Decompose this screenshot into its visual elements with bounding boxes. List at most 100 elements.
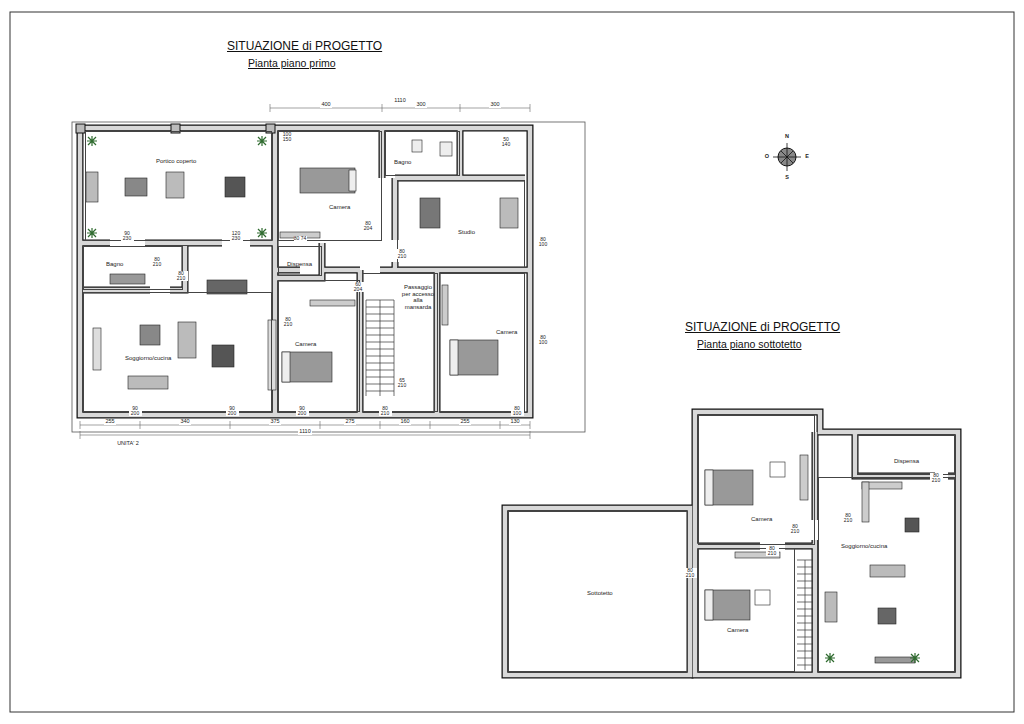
furniture <box>800 455 808 500</box>
plant-leaves <box>257 136 267 146</box>
furniture <box>110 274 145 284</box>
furniture <box>268 320 276 390</box>
room-name: Camera <box>295 341 316 348</box>
opening-size: 80 74 <box>294 236 307 241</box>
furniture <box>310 300 355 306</box>
furniture <box>755 590 770 605</box>
pillar <box>76 124 85 133</box>
room: Passaggio per accesso alla mansarda <box>362 273 438 412</box>
plan-subtitle: Pianta piano primo <box>248 58 336 69</box>
opening-size: 90 200 <box>129 406 142 417</box>
plant-leaves <box>87 136 97 146</box>
furniture <box>412 140 422 152</box>
room: Bagno <box>385 131 460 176</box>
opening-size: 80 210 <box>379 406 392 417</box>
furniture <box>140 325 160 345</box>
room: Dispensa <box>857 435 955 475</box>
furniture <box>770 462 785 477</box>
room: Soggiorno/cucina <box>83 292 272 412</box>
furniture <box>420 198 440 228</box>
furniture <box>705 470 753 505</box>
plant-leaves <box>825 653 835 663</box>
compass-letter: N <box>785 134 789 140</box>
stair <box>366 300 394 396</box>
dimension: 300 <box>415 102 426 108</box>
wall-fill <box>380 128 385 178</box>
plant-leaves <box>257 228 267 238</box>
opening-size: 50 140 <box>500 137 513 148</box>
wall-fill <box>458 128 463 178</box>
opening-size: 80 100 <box>537 237 550 248</box>
wall <box>275 243 322 278</box>
opening-size: 90 200 <box>226 406 239 417</box>
furniture <box>440 142 452 156</box>
dimension: 375 <box>269 419 280 425</box>
furniture <box>878 608 896 624</box>
plant <box>87 228 97 238</box>
compass-letter: S <box>785 175 789 181</box>
room-name: Portico coperto <box>156 158 196 165</box>
room-name: Camera <box>496 329 517 336</box>
wall-fill <box>855 432 955 476</box>
site-boundary <box>72 122 585 432</box>
dimension: UNITA' 2 <box>116 441 140 447</box>
compass-letter: O <box>765 154 769 160</box>
plan-title: SITUAZIONE di PROGETTO <box>227 40 382 53</box>
furniture <box>178 322 196 358</box>
furniture <box>212 345 234 367</box>
furniture <box>862 482 869 522</box>
opening-size: 80 100 <box>537 335 550 346</box>
furniture <box>93 328 101 370</box>
wall <box>855 432 955 476</box>
furniture <box>875 657 915 663</box>
opening-size: 60 204 <box>352 282 365 293</box>
wall <box>505 508 690 675</box>
opening-size: 80 210 <box>684 568 697 579</box>
compass <box>773 143 801 171</box>
room-name: Dispensa <box>894 458 919 465</box>
sheet-frame <box>10 12 1014 712</box>
furniture <box>905 518 919 532</box>
furniture <box>870 565 905 577</box>
opening-size: 90 230 <box>121 231 134 242</box>
furniture <box>300 168 355 193</box>
opening-size: 80 210 <box>151 257 164 268</box>
compass-letter: E <box>805 154 809 160</box>
furniture <box>282 352 332 382</box>
opening-size: 80 210 <box>175 271 188 282</box>
furniture <box>705 470 713 505</box>
wall-fill <box>83 246 185 290</box>
wall-fill <box>505 508 690 675</box>
room-name: Bagno <box>106 261 123 268</box>
room: Sottotetto <box>508 511 688 672</box>
wall-fill <box>275 268 530 273</box>
opening-size: 80 210 <box>766 546 779 557</box>
plant-leaves <box>87 228 97 238</box>
plant-leaves <box>910 653 920 663</box>
dimension: 1110 <box>393 98 406 104</box>
furniture <box>225 177 245 197</box>
room-name: Studio <box>458 229 475 236</box>
opening-size: 120 230 <box>230 231 243 242</box>
wall <box>83 246 185 290</box>
room-name: Bagno <box>394 159 411 166</box>
wall-fill <box>275 243 322 278</box>
plant <box>910 653 920 663</box>
room-name: Soggiorno/cucina <box>125 355 171 362</box>
room: Studio <box>397 180 525 268</box>
opening-size: 80 210 <box>282 317 295 328</box>
wall <box>695 412 958 675</box>
wall <box>457 128 464 178</box>
room-name: Camera <box>751 516 772 523</box>
opening-size: 80 204 <box>362 221 375 232</box>
dimension: 275 <box>344 419 355 425</box>
opening-size: 80 210 <box>396 249 409 260</box>
opening-size: 80 210 <box>930 473 943 484</box>
opening-size: 100 150 <box>281 132 294 143</box>
dimension: 255 <box>104 419 115 425</box>
room-name: Camera <box>727 627 748 634</box>
stair <box>805 560 806 670</box>
furniture <box>349 170 356 191</box>
dimension: 255 <box>459 419 470 425</box>
